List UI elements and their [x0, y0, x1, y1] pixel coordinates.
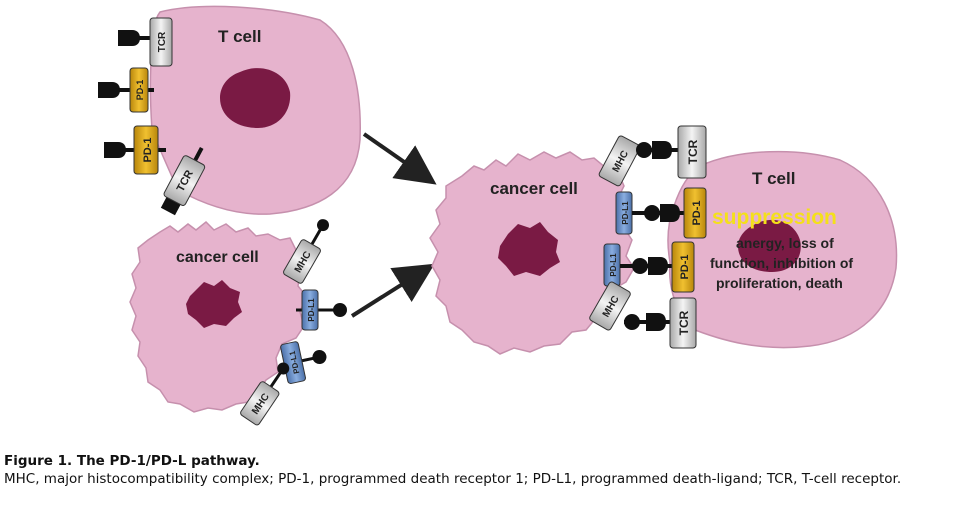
left-t-cell: T cell TCR PD-1 PD-1 TCR	[98, 5, 361, 216]
left-cancer-cell-nucleus	[186, 280, 242, 328]
pdl1-label: PD-L1	[609, 253, 618, 277]
left-cancer-cell: cancer cell MHC PD-L1 PD-L1 MHC	[129, 219, 347, 426]
pd1-receptor: PD-1	[104, 125, 166, 175]
pd1-receptor-label: PD-1	[135, 80, 145, 101]
tcr-receptor: TCR	[160, 146, 206, 216]
tcr-receptor: TCR	[624, 297, 697, 349]
pdl1-molecule: PD-L1	[280, 341, 327, 384]
tcr-receptor: TCR	[636, 125, 707, 179]
pdl1-label: PD-L1	[621, 201, 630, 225]
mhc-molecule: MHC	[598, 135, 641, 187]
suppression-label: suppression	[712, 206, 837, 229]
effect-line-1: anergy, loss of	[736, 235, 834, 251]
effect-line-3: proliferation, death	[716, 275, 843, 291]
left-cancer-cell-label: cancer cell	[176, 249, 259, 266]
pd1-receptor: PD-1	[98, 67, 154, 113]
right-t-cell: T cell TCR PD-1 PD-1	[620, 125, 898, 349]
tcr-receptor: TCR	[118, 17, 173, 67]
tcr-receptor-label: TCR	[677, 310, 691, 335]
pdl1-molecule: PD-L1	[603, 243, 621, 287]
right-t-cell-label: T cell	[752, 169, 795, 188]
arrow-up	[350, 263, 435, 318]
tcr-receptor-label: TCR	[686, 139, 700, 164]
left-t-cell-nucleus	[220, 68, 291, 128]
mhc-molecule: MHC	[240, 362, 290, 426]
pd1-receptor: PD-1	[620, 241, 695, 293]
right-cancer-cell-nucleus	[498, 222, 560, 276]
pd1-pathway-diagram: T cell TCR PD-1 PD-1 TCR	[98, 5, 898, 426]
right-cancer-cell: cancer cell MHC PD-L1 PD-L1 MHC	[429, 135, 641, 355]
effect-line-2: function, inhibition of	[710, 255, 853, 271]
caption-text: MHC, major histocompatibility complex; P…	[4, 471, 902, 487]
pd1-receptor: PD-1	[632, 187, 707, 239]
tcr-receptor-label: TCR	[157, 31, 168, 52]
right-t-cell-nucleus	[738, 219, 801, 272]
caption-title: Figure 1. The PD-1/PD-L pathway.	[4, 453, 260, 469]
pdl1-molecule: PD-L1	[615, 191, 633, 235]
right-cancer-cell-label: cancer cell	[490, 179, 578, 198]
pd1-receptor-label: PD-1	[679, 254, 691, 279]
pdl1-label: PD-L1	[307, 298, 316, 322]
figure-caption: Figure 1. The PD-1/PD-L pathway. MHC, ma…	[4, 452, 964, 488]
pdl1-molecule: PD-L1	[296, 289, 347, 331]
pd1-receptor-label: PD-1	[691, 200, 703, 225]
left-t-cell-label: T cell	[218, 27, 261, 46]
arrow-down	[362, 132, 437, 185]
mhc-molecule: MHC	[589, 281, 631, 331]
mhc-molecule: MHC	[283, 219, 329, 284]
pd1-receptor-label: PD-1	[142, 137, 154, 162]
